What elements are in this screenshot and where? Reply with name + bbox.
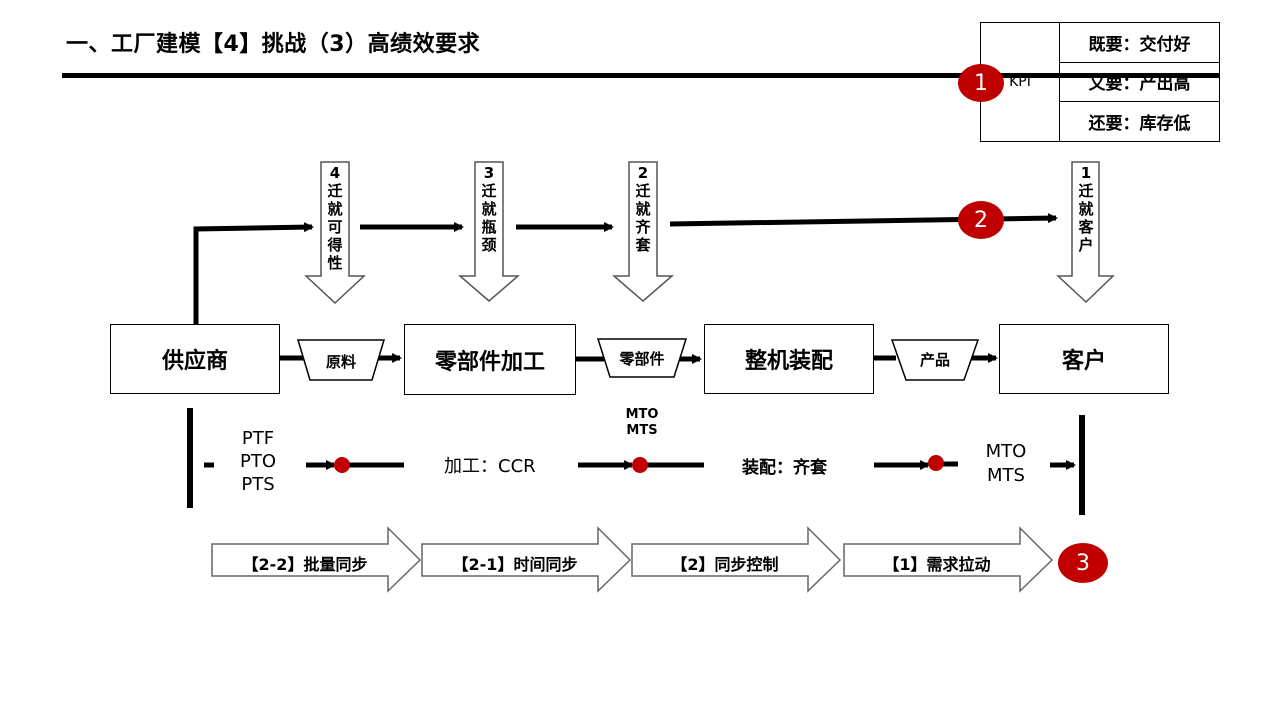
mode-pts: PTS (241, 474, 275, 495)
mode-processing: 加工：CCR (444, 456, 536, 477)
title-rule (62, 73, 1220, 78)
chevron-label-1: 【2-2】批量同步 (242, 555, 368, 574)
box-customer: 客户 (999, 324, 1169, 394)
red-dot-3 (928, 455, 944, 471)
mode-mid-group: MTO MTS (620, 407, 664, 439)
buffer-raw-label: 原料 (325, 353, 356, 371)
supplier-up-line (193, 222, 314, 324)
page-title: 一、工厂建模【4】挑战（3）高绩效要求 (66, 32, 481, 57)
buffer-product-label: 产品 (919, 351, 950, 369)
chevron-label-4: 【1】需求拉动 (883, 555, 991, 574)
kpi-row-output: 又要：产出高 (1059, 61, 1220, 103)
down-arrow-3 (457, 161, 521, 302)
down-arrow-2-label: 2迁就齐套 (635, 164, 651, 254)
mode-pto: PTO (239, 451, 277, 472)
red-dot-2 (632, 457, 648, 473)
down-arrow-3-label: 3迁就瓶颈 (481, 164, 497, 254)
buffer-product-shape (890, 339, 980, 381)
mode-mts: MTS (987, 465, 1025, 486)
mode-assembly: 装配：齐套 (742, 458, 827, 478)
box-assembly: 整机装配 (704, 324, 874, 394)
buffer-raw-shape (296, 339, 386, 381)
down-arrow-1 (1056, 161, 1115, 304)
badge-2: 2 (958, 201, 1004, 239)
mode-ptf: PTF (241, 428, 275, 449)
mode-left-group: PTF PTO PTS (230, 427, 286, 496)
badge-1: 1 (958, 64, 1004, 102)
mode-right-group: MTO MTS (980, 440, 1032, 488)
mode-mto: MTO (985, 441, 1027, 462)
down-arrow-4-label: 4迁就可得性 (327, 164, 343, 272)
down-arrow-2 (611, 161, 675, 302)
chevron-label-3: 【2】同步控制 (671, 555, 779, 574)
chevron-shape-2 (421, 526, 632, 593)
down-arrow-1-label: 1迁就客户 (1078, 164, 1094, 254)
chevron-shape-4 (843, 526, 1054, 593)
down-arrow-4 (304, 161, 366, 305)
buffer-parts-shape (596, 338, 688, 378)
mode-mto-small: MTO (625, 407, 659, 422)
buffer-parts-label: 零部件 (619, 350, 665, 368)
kpi-row-inventory: 还要：库存低 (1059, 101, 1220, 142)
badge-3: 3 (1058, 543, 1108, 583)
red-dot-1 (334, 457, 350, 473)
box-parts-processing: 零部件加工 (404, 324, 576, 395)
chevron-shape-3 (631, 526, 842, 593)
chevron-label-2: 【2-1】时间同步 (452, 555, 578, 574)
box-supplier: 供应商 (110, 324, 280, 394)
mode-mts-small: MTS (626, 423, 658, 438)
chevron-shape-1 (211, 526, 422, 593)
